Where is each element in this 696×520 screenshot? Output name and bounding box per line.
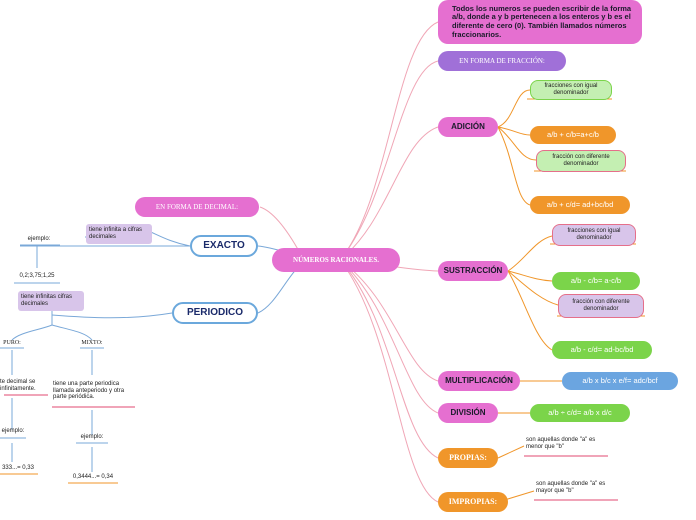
definition-node[interactable]: Todos los numeros se pueden escribir de … <box>438 0 642 44</box>
addition-diff-denominator: fracción con diferente denominador <box>536 150 626 172</box>
edge-definition <box>339 21 439 261</box>
subtraction-same-formula: a/b - c/b= a-c/b <box>552 272 640 290</box>
improper-description: son aquellas donde "a" es mayor que "b" <box>536 481 606 494</box>
division-node[interactable]: DIVISIÓN <box>438 403 498 423</box>
mixed-example-label: ejemplo: <box>80 433 104 440</box>
edge-multiplication <box>339 259 439 382</box>
pure-description: te decimal se infinitamente. <box>0 379 36 392</box>
exact-example-label: ejemplo: <box>27 235 51 242</box>
mixed-example: 0,3444...= 0,34 <box>72 473 114 480</box>
mixed-description: tiene una parte periodica llamada antepe… <box>53 380 125 401</box>
fraction-form-node[interactable]: EN FORMA DE FRACCIÓN: <box>438 51 566 71</box>
pure-label: PURO: <box>3 339 21 346</box>
edge-decimal-form <box>259 206 301 254</box>
edge-periodic <box>257 264 301 314</box>
central-topic[interactable]: NÚMEROS RACIONALES. <box>272 248 400 272</box>
periodic-note: tiene infinitas cifras decimales <box>18 291 84 311</box>
subtraction-node[interactable]: SUSTRACCIÓN <box>438 261 508 281</box>
multiplication-formula: a/b x b/c x e/f= adc/bcf <box>562 372 678 390</box>
subtraction-diff-formula: a/b - c/d= ad-bc/bd <box>552 341 652 359</box>
mixed-label: MIXTO: <box>81 339 103 346</box>
exact-note: tiene infinita a cifras decimales <box>86 224 152 244</box>
addition-same-formula: a/b + c/b=a+c/b <box>530 126 616 144</box>
edge-proper <box>339 259 439 459</box>
multiplication-node[interactable]: MULTIPLICACIÓN <box>438 371 520 391</box>
improper-node[interactable]: IMPROPIAS: <box>438 492 508 512</box>
pure-example: 333...= 0,33 <box>2 464 34 471</box>
subtraction-diff-denominator: fracción con diferente denominador <box>558 294 644 318</box>
exact-example: 0,2;3,75;1,25 <box>19 272 55 279</box>
pure-example-label: ejemplo: <box>1 427 25 434</box>
addition-diff-formula: a/b + c/d= ad+bc/bd <box>530 196 630 214</box>
subtraction-same-denominator: fracciones con igual denominador <box>552 224 636 246</box>
addition-node[interactable]: ADICIÓN <box>438 117 498 137</box>
edge-fraction-form <box>339 60 439 261</box>
decimal-form-node[interactable]: EN FORMA DE DECIMAL: <box>135 197 259 217</box>
addition-same-denominator: fracciones con igual denominador <box>530 80 612 100</box>
proper-description: son aquellas donde "a" es menor que "b" <box>526 437 596 450</box>
edge-addition <box>339 126 439 261</box>
exact-node[interactable]: EXACTO <box>190 235 258 257</box>
edge-improper <box>339 259 439 503</box>
division-formula: a/b ÷ c/d= a/b x d/c <box>530 404 630 422</box>
periodic-node[interactable]: PERIODICO <box>172 302 258 324</box>
edge-division <box>339 259 439 414</box>
proper-node[interactable]: PROPIAS: <box>438 448 498 468</box>
